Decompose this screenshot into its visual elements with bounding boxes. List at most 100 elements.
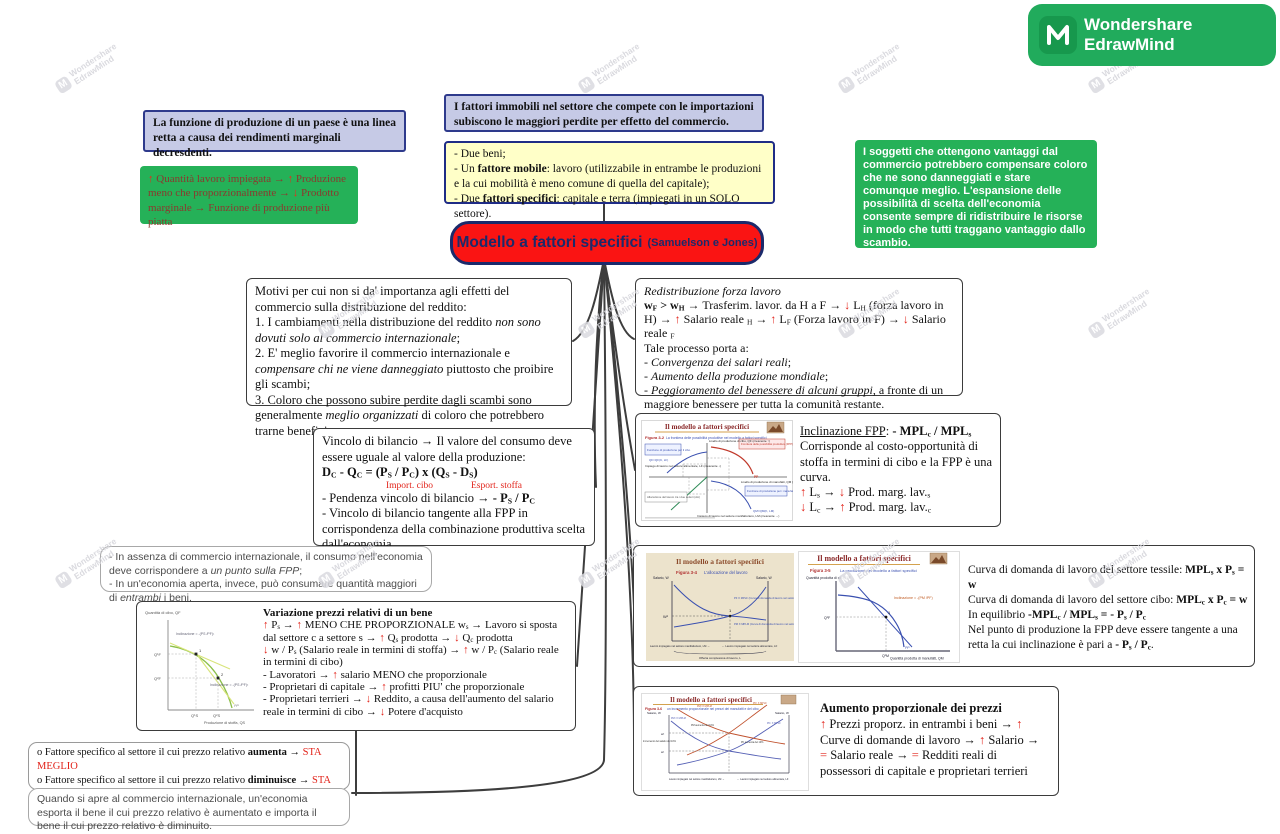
svg-text:PP: PP — [905, 646, 910, 650]
brand-line1: Wondershare — [1084, 15, 1193, 35]
svg-text:Lavoro impiegato nel settore m: Lavoro impiegato nel settore manifatturi… — [650, 644, 710, 648]
figure-3-4-image[interactable]: Il modello a fattori specifici Figura 3-… — [646, 553, 794, 661]
svg-text:Livello di produzione di manuf: Livello di produzione di manufatti, QM (… — [741, 480, 793, 484]
svg-text:Inclinazione = -(PS /PF)²: Inclinazione = -(PS /PF)² — [210, 683, 249, 687]
aumento-line: ↑ Prezzi proporz. in entrambi i beni → ↑… — [820, 716, 1040, 778]
svg-text:Figura 3-6: Figura 3-6 — [645, 707, 662, 711]
node-quantita-lavoro[interactable]: ↑ Quantità lavoro impiegata → ↑ Produzio… — [140, 166, 358, 228]
node-aumento-prezzi[interactable]: Il modello a fattori specifici Figura 3-… — [633, 686, 1059, 796]
variazione-line: ↓ w / Ps (Salario reale in termini di st… — [263, 643, 559, 669]
svg-text:PF² X MPLF: PF² X MPLF — [753, 702, 767, 705]
node-fattori-immobili-text: I fattori immobili nel settore che compe… — [454, 101, 754, 128]
curva-line: In equilibrio -MPLc / MPLs = - Ps / Pc — [968, 608, 1146, 622]
root-node-title: Modello a fattori specifici — [456, 234, 643, 251]
svg-text:Figura 3-4: Figura 3-4 — [676, 570, 698, 575]
variazione-line: - Proprietari di capitale → ↑ profitti P… — [263, 680, 525, 693]
svg-text:QF=QF(K, LF): QF=QF(K, LF) — [649, 458, 668, 462]
svg-text:Impiego di lavoro nel settore: Impiego di lavoro nel settore manifattur… — [697, 514, 779, 518]
svg-text:Il modello a fattori specifici: Il modello a fattori specifici — [665, 423, 749, 431]
svg-text:un incremento proporzionale ne: un incremento proporzionale nei prezzi d… — [667, 707, 759, 711]
apertura-text: Quando si apre al commercio internaziona… — [37, 793, 317, 833]
variazione-text: Variazione prezzi relativi di un bene ↑ … — [263, 607, 569, 718]
redistribuzione-line: - Aumento della produzione mondiale; — [644, 368, 829, 383]
svg-text:PF¹ X MPLF: PF¹ X MPLF — [767, 722, 781, 725]
svg-text:W¹: W¹ — [663, 614, 669, 619]
svg-text:Q¹F: Q¹F — [824, 616, 831, 620]
svg-text:Lavoro impiegato nel settore m: Lavoro impiegato nel settore manifatturi… — [669, 778, 725, 781]
svg-text:w²: w² — [661, 732, 664, 736]
svg-text:Q¹M: Q¹M — [882, 654, 889, 658]
variazione-line: Variazione prezzi relativi di un bene — [263, 607, 433, 619]
svg-text:Frontiera delle possibilità pr: Frontiera delle possibilità produttive (… — [741, 442, 793, 446]
node-vincolo-bilancio[interactable]: Vincolo di bilancio → Il valore del cons… — [313, 428, 595, 551]
svg-text:PF X MPLF (Curva di domanda di: PF X MPLF (Curva di domanda di lavoro ne… — [734, 596, 794, 600]
node-assenza-commercio[interactable]: - In assenza di commercio internazionale… — [100, 546, 432, 604]
svg-text:← Lavoro impiegato nel settore: ← Lavoro impiegato nel settore alimentar… — [737, 778, 789, 781]
svg-text:Funzione di produzione per il: Funzione di produzione per il cibo — [647, 448, 691, 452]
curva-line: Curva di domanda di lavoro del settore t… — [968, 564, 1245, 591]
node-inclinazione-fpp[interactable]: Il modello a fattori specifici Figura 3-… — [635, 413, 1001, 527]
svg-text:Offerta complessiva di lavoro,: Offerta complessiva di lavoro, L — [699, 656, 741, 660]
curva-domanda-text: Curva di domanda di lavoro del settore t… — [968, 563, 1248, 653]
node-due-beni[interactable]: - Due beni; - Un fattore mobile: lavoro … — [444, 141, 775, 220]
fpp-tangent-chart[interactable]: Quantità di cibo, QF 1 2 Inclinazione = … — [142, 606, 258, 728]
edrawmind-logo-icon — [1039, 16, 1077, 54]
node-apertura-commercio[interactable]: Quando si apre al commercio internaziona… — [28, 788, 350, 832]
import-cibo-label: Import. cibo — [386, 480, 433, 491]
slide-photo-icon — [766, 421, 785, 434]
svg-text:Il modello a fattori specifici: Il modello a fattori specifici — [817, 554, 912, 563]
svg-text:Salario, W: Salario, W — [775, 711, 789, 715]
figure-3-2-image[interactable]: Il modello a fattori specifici Figura 3-… — [641, 420, 793, 521]
assenza-line: - In assenza di commercio internazionale… — [109, 551, 423, 577]
vincolo-line: Vincolo di bilancio → Il valore del cons… — [322, 434, 572, 464]
variazione-line: - Proprietari terrieri → ↓ Reddito, a ca… — [263, 693, 554, 718]
svg-text:Quantità di cibo, QF: Quantità di cibo, QF — [145, 610, 181, 615]
svg-text:Salario, W: Salario, W — [653, 576, 669, 580]
svg-text:La produzione nel modello a fa: La produzione nel modello a fattori spec… — [840, 568, 917, 573]
svg-text:Il modello a fattori specifici: Il modello a fattori specifici — [670, 696, 752, 704]
due-beni-line: - Due fattori specifici: capitale e terr… — [454, 192, 740, 220]
edrawmind-brand-badge: Wondershare EdrawMind — [1028, 4, 1276, 66]
brand-line2: EdrawMind — [1084, 35, 1175, 54]
node-fattori-immobili[interactable]: I fattori immobili nel settore che compe… — [444, 94, 764, 132]
svg-text:1: 1 — [888, 610, 891, 615]
slide-photo-icon — [780, 694, 797, 705]
svg-text:Quantità prodotta di manufatti: Quantità prodotta di manufatti, QM — [890, 657, 944, 661]
figure-3-5-image[interactable]: Il modello a fattori specifici Figura 3-… — [798, 551, 960, 663]
svg-text:1: 1 — [199, 648, 202, 653]
node-redistribuzione[interactable]: Redistribuzione forza lavoro wF > wH → T… — [635, 278, 963, 411]
svg-text:PF aumenta del 10%: PF aumenta del 10% — [741, 741, 764, 744]
redistribuzione-line: - Peggioramento del benessere di alcuni … — [644, 383, 944, 412]
redistribuzione-line: Redistribuzione forza lavoro — [644, 284, 781, 298]
node-funzione-produzione[interactable]: La funzione di produzione di un paese è … — [143, 110, 406, 159]
inclinazione-line: Corrisponde al costo-opportunità di stof… — [800, 439, 992, 484]
node-curva-domanda[interactable]: Il modello a fattori specifici Figura 3-… — [633, 545, 1255, 667]
svg-text:2: 2 — [221, 672, 224, 677]
svg-text:Impiego di lavoro nel settore: Impiego di lavoro nel settore alimentare… — [645, 464, 721, 468]
figure-3-6-image[interactable]: Il modello a fattori specifici Figura 3-… — [641, 693, 809, 791]
node-soggetti-vantaggi[interactable]: I soggetti che ottengono vantaggi dal co… — [855, 140, 1097, 249]
inclinazione-line: ↑ Ls → ↓ Prod. marg. lav.s — [800, 485, 931, 500]
node-variazione-prezzi[interactable]: Quantità di cibo, QF 1 2 Inclinazione = … — [136, 601, 576, 731]
svg-text:L'allocazione del lavoro: L'allocazione del lavoro — [704, 570, 748, 575]
svg-text:QM=QM(K, LM): QM=QM(K, LM) — [753, 509, 774, 513]
assenza-line: - In un'economia aperta, invece, può con… — [109, 578, 417, 604]
node-motivi[interactable]: Motivi per cui non si da' importanza agl… — [246, 278, 572, 438]
node-funzione-produzione-text: La funzione di produzione di un paese è … — [153, 117, 396, 159]
root-node-modello-fattori-specifici[interactable]: Modello a fattori specifici (Samuelson e… — [450, 221, 764, 265]
svg-text:PP: PP — [754, 475, 759, 479]
curva-line: Nel punto di produzione la FPP deve esse… — [968, 623, 1238, 651]
svg-text:Il modello a fattori specifici: Il modello a fattori specifici — [676, 557, 764, 566]
variazione-line: ↑ Ps → ↑ MENO CHE PROPORZIONALE ws → Lav… — [263, 619, 558, 644]
svg-text:Q²F: Q²F — [154, 676, 161, 681]
svg-text:La frontiera delle possibilità: La frontiera delle possibilità produttiv… — [666, 436, 767, 440]
svg-text:PM² X MPLM: PM² X MPLM — [697, 705, 712, 708]
connector-bottom-left — [351, 258, 607, 794]
node-quantita-lavoro-text: ↑ Quantità lavoro impiegata → ↑ Produzio… — [148, 173, 346, 228]
inclinazione-line: Inclinazione FPP: - MPLc / MPLs — [800, 424, 972, 439]
vincolo-line: - Pendenza vincolo di bilancio → - PS / … — [322, 490, 536, 506]
node-soggetti-vantaggi-text: I soggetti che ottengono vantaggi dal co… — [863, 146, 1088, 249]
svg-text:Funzione di produzione per i m: Funzione di produzione per i manufatti — [747, 489, 793, 493]
node-fattore-effetti[interactable]: o Fattore specifico al settore il cui pr… — [28, 742, 350, 815]
